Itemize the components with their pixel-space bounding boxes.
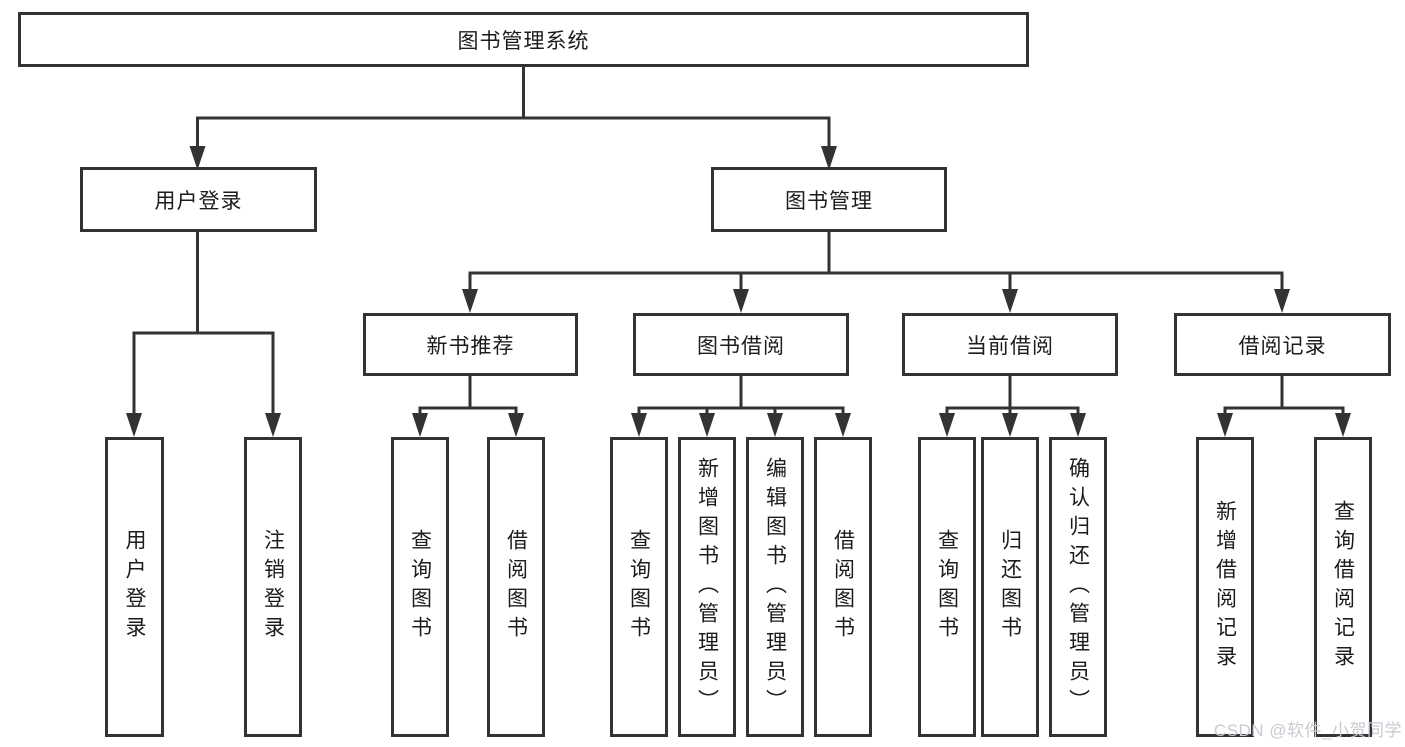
node-borrow-records-label: 借阅记录 (1238, 334, 1327, 358)
leaf-records-query-record: 查询借阅记录 (1314, 437, 1372, 737)
node-user-login-branch-label: 用户登录 (154, 189, 243, 213)
node-new-book-recommend: 新书推荐 (363, 313, 578, 376)
leaf-records-query-record-label: 查询借阅记录 (1331, 500, 1355, 674)
leaf-current-return-books-label: 归还图书 (998, 529, 1022, 645)
node-current-borrowing-label: 当前借阅 (966, 334, 1054, 358)
node-book-management-branch-label: 图书管理 (785, 189, 873, 213)
csdn-watermark: CSDN @软件_小贺同学 (1213, 721, 1402, 740)
leaf-borrowing-borrow-books-label: 借阅图书 (831, 529, 855, 645)
leaf-current-confirm-return-admin-label: 确认归还（管理员） (1066, 456, 1090, 718)
leaf-current-confirm-return-admin: 确认归还（管理员） (1049, 437, 1107, 737)
leaf-current-query-books: 查询图书 (918, 437, 976, 737)
leaf-logout-label: 注销登录 (261, 529, 285, 645)
leaf-borrowing-query-books-label: 查询图书 (627, 529, 651, 645)
leaf-user-login: 用户登录 (105, 437, 164, 737)
node-root-label: 图书管理系统 (457, 29, 590, 53)
leaf-current-return-books: 归还图书 (981, 437, 1039, 737)
node-new-book-recommend-label: 新书推荐 (426, 334, 515, 358)
node-borrow-records: 借阅记录 (1174, 313, 1391, 376)
leaf-records-add-record-label: 新增借阅记录 (1213, 500, 1237, 674)
node-book-management-branch: 图书管理 (711, 167, 947, 232)
leaf-records-add-record: 新增借阅记录 (1196, 437, 1254, 737)
node-root: 图书管理系统 (18, 12, 1029, 67)
leaf-current-query-books-label: 查询图书 (935, 529, 959, 645)
leaf-recommend-query-books: 查询图书 (391, 437, 449, 737)
node-book-borrowing-label: 图书借阅 (697, 334, 785, 358)
leaf-borrowing-query-books: 查询图书 (610, 437, 668, 737)
node-user-login-branch: 用户登录 (80, 167, 317, 232)
leaf-recommend-borrow-books-label: 借阅图书 (504, 529, 528, 645)
leaf-user-login-label: 用户登录 (123, 529, 146, 645)
node-current-borrowing: 当前借阅 (902, 313, 1118, 376)
leaf-borrowing-edit-books-admin-label: 编辑图书（管理员） (763, 456, 787, 718)
leaf-borrowing-edit-books-admin: 编辑图书（管理员） (746, 437, 804, 737)
leaf-borrowing-add-books-admin: 新增图书（管理员） (678, 437, 736, 737)
leaf-recommend-query-books-label: 查询图书 (408, 529, 432, 645)
leaf-borrowing-add-books-admin-label: 新增图书（管理员） (695, 456, 719, 718)
node-book-borrowing: 图书借阅 (633, 313, 849, 376)
leaf-logout: 注销登录 (244, 437, 302, 737)
leaf-recommend-borrow-books: 借阅图书 (487, 437, 545, 737)
leaf-borrowing-borrow-books: 借阅图书 (814, 437, 872, 737)
